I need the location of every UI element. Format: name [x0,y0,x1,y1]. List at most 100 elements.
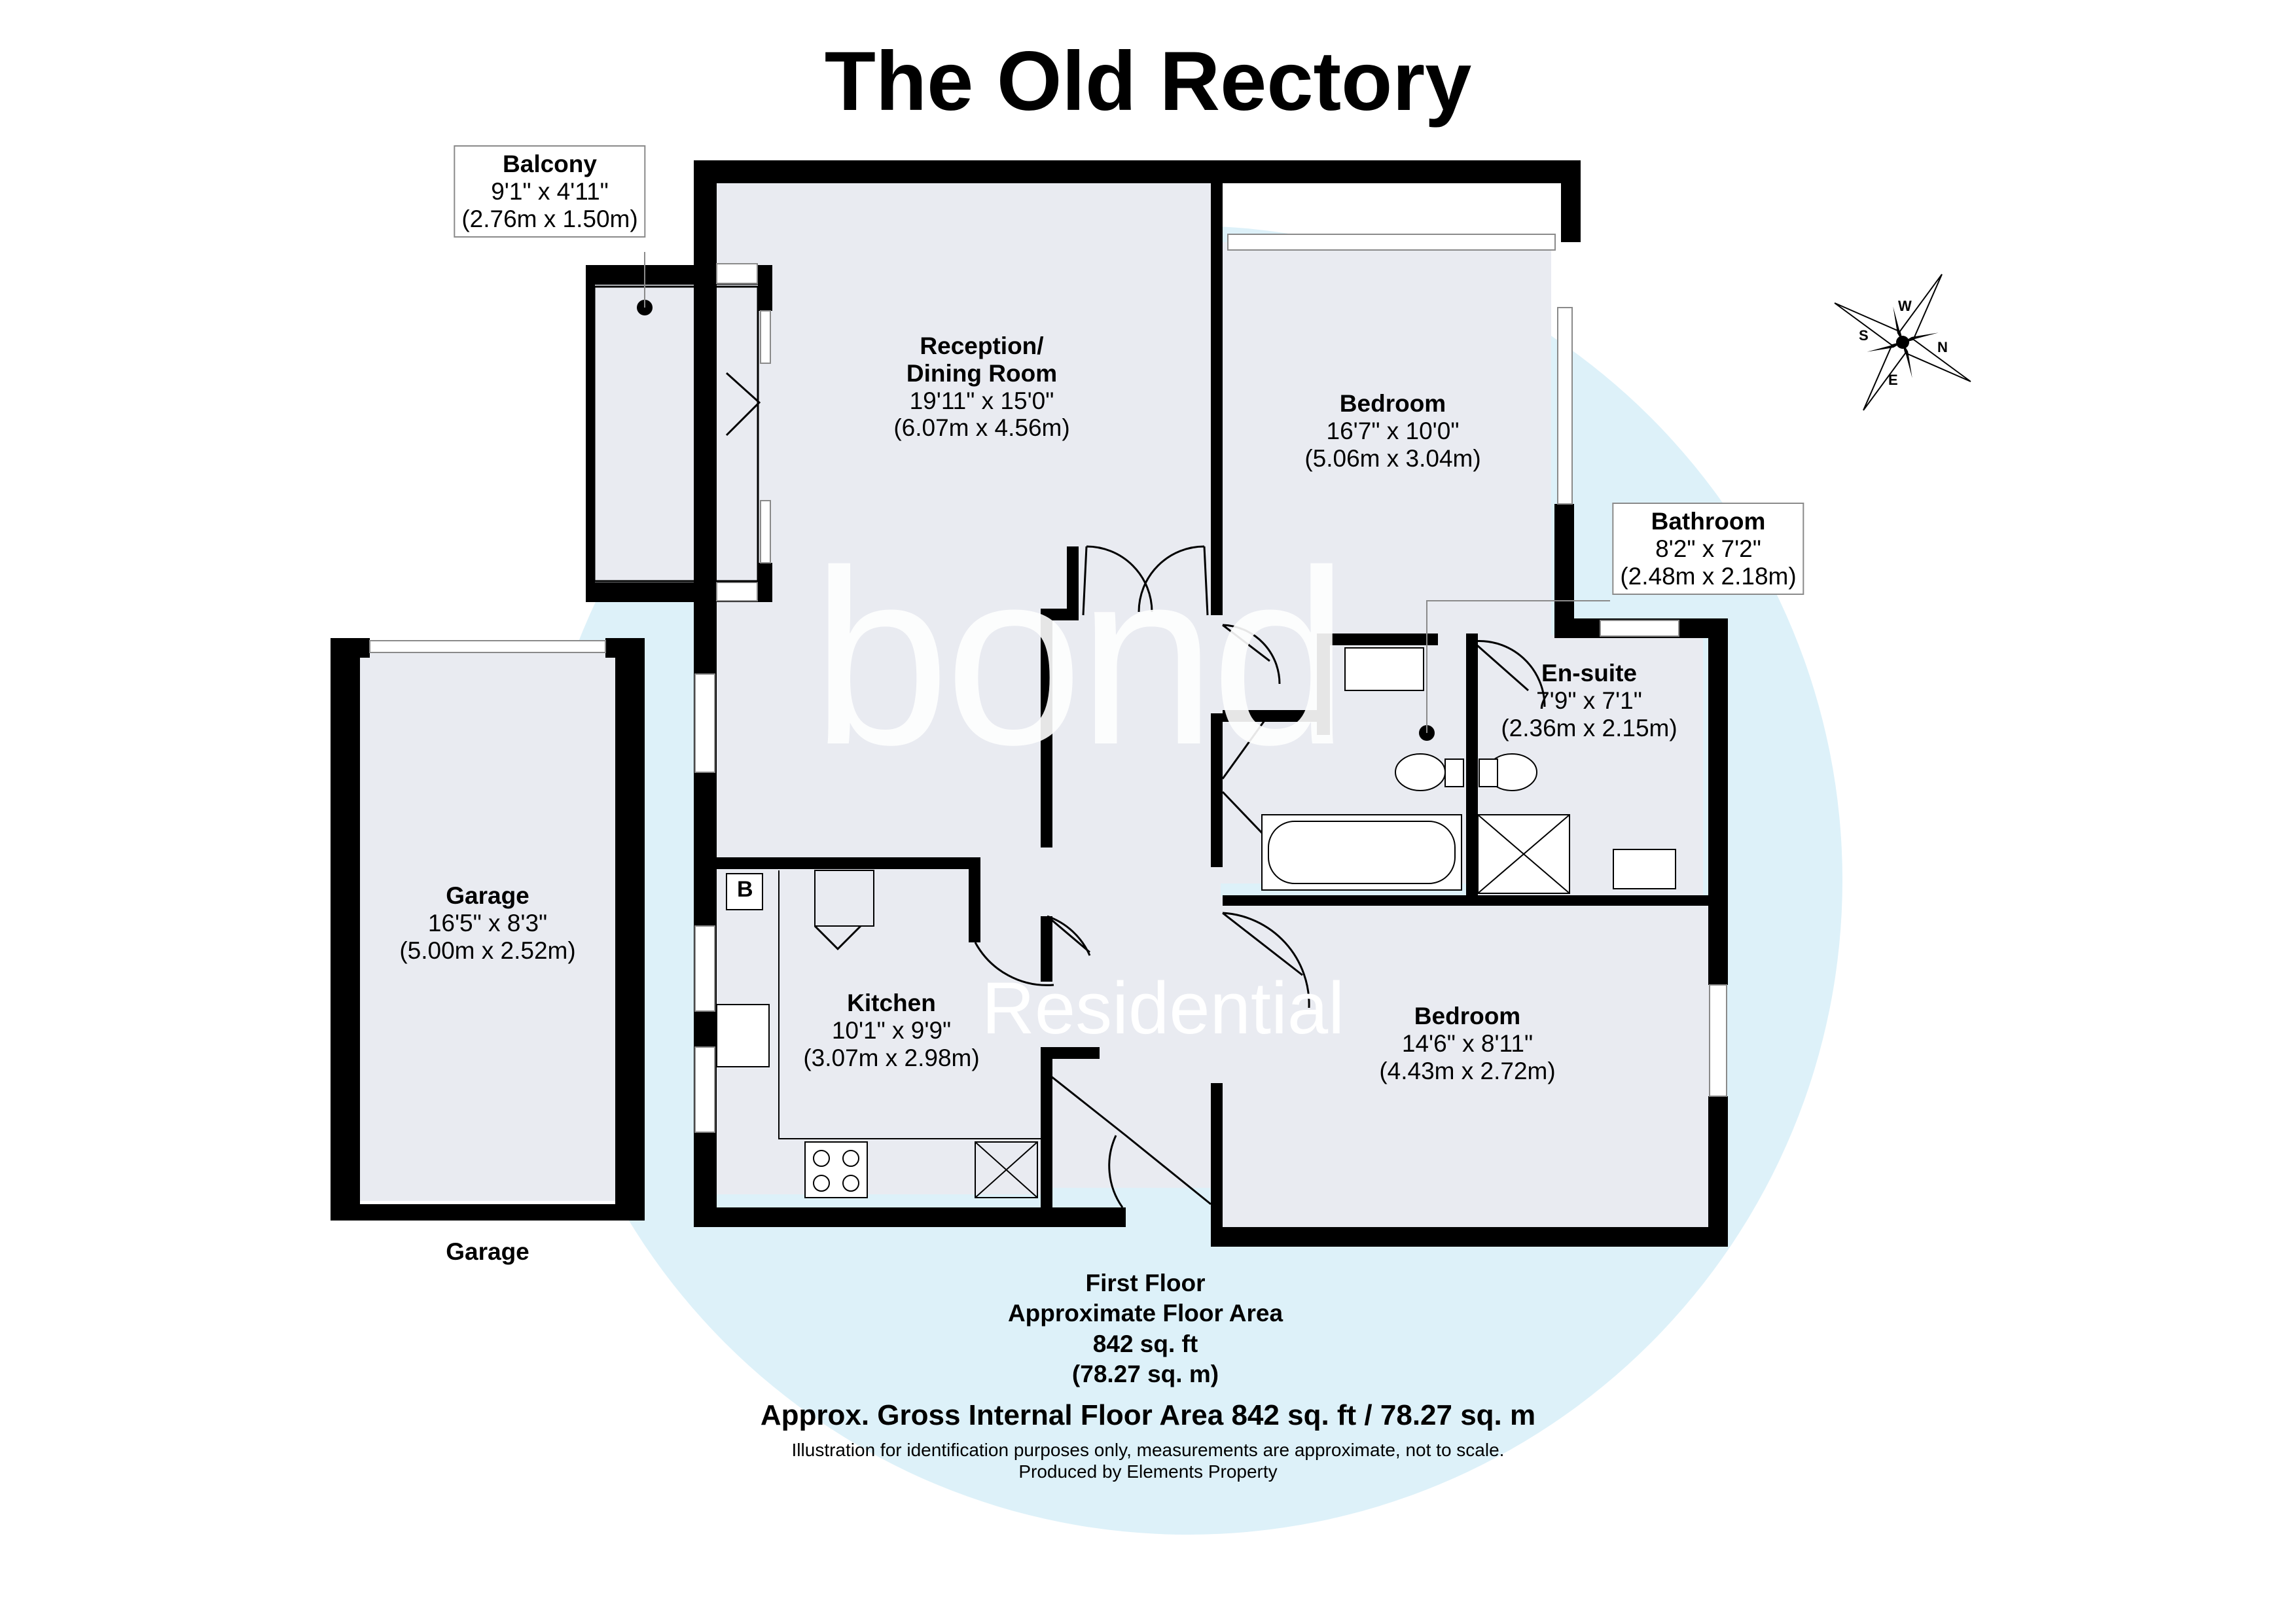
hall-left-wall-upper [1041,609,1052,847]
worktop-edge [778,870,1041,1139]
ensuite-top-window [1600,620,1679,637]
bathroom-fixtures [1261,647,1676,894]
kitchen-fixtures [716,870,1041,1198]
reception-imperial: 19'11" x 15'0" [909,387,1054,414]
reception-bedroom-wall [1211,183,1223,615]
reception-left-window [694,673,715,773]
bath-inner [1268,821,1456,884]
bedroom2-right-window [1709,984,1727,1097]
kitchen-metric: (3.07m x 2.98m) [803,1044,980,1071]
reception-label: Reception/ Dining Room 19'11" x 15'0" (6… [893,332,1069,442]
bedroom2-name: Bedroom [1414,1003,1521,1029]
bedroom2-label: Bedroom 14'6" x 8'11" (4.43m x 2.72m) [1379,1003,1555,1084]
property-title: The Old Rectory [824,35,1472,128]
balcony-pier-top [758,265,772,311]
kitchen-door-arc [974,942,1054,986]
kitchen-cupboard [814,870,874,927]
bathroom-label: Bathroom 8'2" x 7'2" (2.48m x 2.18m) [1612,503,1804,596]
hall-left-wall-mid [1041,916,1052,982]
front-door [1047,1072,1211,1208]
bedroom2-top-wall [1223,895,1720,906]
bedroom2-metric: (4.43m x 2.72m) [1379,1057,1556,1084]
kitchen-cupboard-wall [969,857,980,942]
bathroom-cistern [1444,758,1464,787]
boiler-label: B [737,877,753,902]
floor-info: First Floor Approximate Floor Area 842 s… [1008,1268,1283,1389]
balcony-french-door [725,372,761,437]
compass-letter-s: S [1859,327,1869,344]
garage-door [369,640,606,653]
doors [725,372,1546,1208]
bedroom1-top-window [1227,234,1556,251]
compass-icon [1834,274,1971,411]
garage-left-wall [331,638,360,1221]
floor-area-label: Approximate Floor Area [1007,1300,1283,1327]
balcony-metric: (2.76m x 1.50m) [461,205,638,232]
ensuite-metric: (2.36m x 2.15m) [1501,714,1677,741]
windows [369,234,1727,1133]
bathroom-imperial: 8'2" x 7'2" [1655,535,1761,562]
hob [804,1141,868,1198]
compass-letter-n: N [1937,339,1948,355]
garage-metric: (5.00m x 2.52m) [399,936,576,964]
hob-ring-1 [813,1150,830,1167]
kitchen-bottom-wall [694,1207,1126,1227]
boiler-box [726,873,763,910]
outer-wall-top-right [1561,160,1581,242]
kitchen-imperial: 10'1" x 9'9" [831,1016,952,1044]
hall-right-wall-lower [1211,1083,1223,1247]
hall-left-wall-lower [1041,1050,1052,1217]
disclaimer: Illustration for identification purposes… [791,1440,1505,1460]
bathroom-inner-wall [1317,633,1330,735]
garage-caption: Garage [446,1238,529,1265]
garage-label: Garage 16'5" x 8'3" (5.00m x 2.52m) [399,882,575,964]
balcony-rail [593,285,759,582]
reception-name-2: Dining Room [906,359,1058,387]
hob-ring-3 [813,1175,830,1192]
store-door [1047,915,1091,956]
balcony-window-bottom [716,582,758,601]
balcony-window-top [716,263,758,284]
gross-area: Approx. Gross Internal Floor Area 842 sq… [760,1399,1536,1431]
shower-cross [1477,814,1570,894]
garage-right-wall [615,638,645,1221]
floor-fills [353,177,1715,1230]
hob-ring-4 [842,1175,859,1192]
bedroom1-metric: (5.06m x 3.04m) [1304,444,1481,472]
bedroom2-floor [1221,897,1715,1230]
bathroom-basin [1344,647,1424,691]
bathroom-toilet [1395,753,1446,791]
bathroom-ensuite-wall [1466,633,1478,895]
ensuite-label: En-suite 7'9" x 7'1" (2.36m x 2.15m) [1501,660,1677,741]
ensuite-basin [1613,849,1676,889]
bedroom-right-wall [1554,504,1574,635]
bedroom2-imperial: 14'6" x 8'11" [1401,1029,1534,1057]
fridge-unit [975,1141,1038,1198]
bathroom-leader-line [1426,600,1610,733]
ensuite-right-wall [1708,618,1728,913]
balcony-left-wall [586,265,595,599]
ensuite-door [1472,640,1546,707]
balcony-door-top [760,310,771,364]
floor-area-sqft: 842 sq. ft [1092,1330,1198,1357]
garage-floor [353,648,641,1201]
bedroom2-right-upper [1708,913,1728,985]
balcony-floor [589,278,772,589]
bedroom1-door [1222,624,1281,685]
bedroom1-imperial: 16'7" x 10'0" [1326,417,1460,444]
garage-imperial: 16'5" x 8'3" [427,909,548,936]
garage-top-right [605,638,645,658]
produced-by: Produced by Elements Property [1018,1461,1278,1482]
kitchen-label: Kitchen 10'1" x 9'9" (3.07m x 2.98m) [803,990,979,1071]
bedroom2-right-lower [1708,1096,1728,1247]
reception-metric: (6.07m x 4.56m) [893,414,1070,442]
balcony-name: Balcony [503,151,597,177]
kitchen-top-wall-mid [874,857,978,869]
bedroom1-label: Bedroom 16'7" x 10'0" (5.06m x 3.04m) [1304,390,1480,472]
hall-door-jamb-2 [1067,546,1079,620]
bedroom2-door [1222,912,1310,1008]
garage-top-left [331,638,370,658]
bathroom-top-wall [1323,633,1438,645]
ensuite-imperial: 7'9" x 7'1" [1536,687,1642,714]
